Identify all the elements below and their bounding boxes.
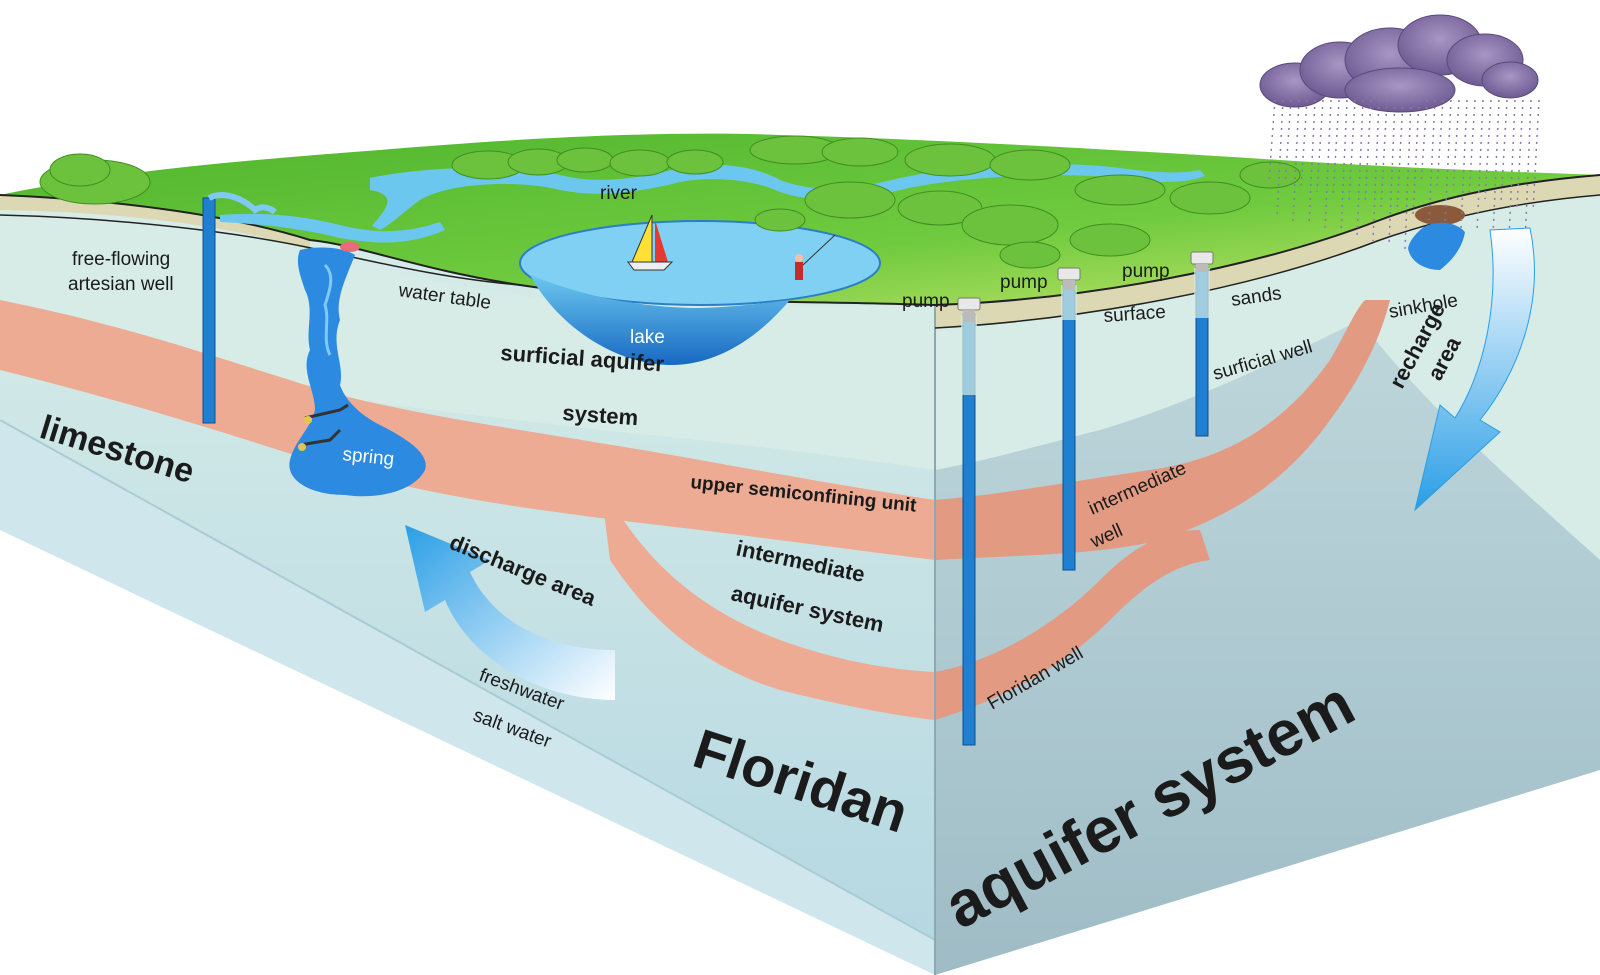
sinkhole [1408, 205, 1465, 270]
rain-streak [1348, 99, 1356, 201]
rain-streak [1460, 99, 1468, 229]
label-pump-2: pump [1000, 272, 1048, 293]
rain-streak [1372, 99, 1380, 242]
rain-streak [1532, 99, 1540, 212]
lake [519, 214, 881, 365]
recharge-arrow [1414, 227, 1535, 512]
rain-streak [1300, 99, 1308, 189]
discharge-arrow [405, 525, 615, 700]
artesian-well [202, 192, 277, 424]
rain-streak [1396, 99, 1404, 213]
rain-streak [1492, 99, 1500, 237]
rain-streak [1324, 99, 1332, 230]
trees [39, 135, 1301, 269]
rain-streak [1484, 99, 1492, 200]
label-lake: lake [630, 327, 665, 348]
label-pump-3: pump [1122, 261, 1170, 282]
rain-streak [1388, 99, 1396, 246]
rain-streak [1356, 99, 1364, 238]
label-surficial-system: system [562, 400, 639, 430]
spring-conduit [289, 242, 426, 497]
pump-wells [957, 251, 1214, 746]
rain-cloud [1259, 14, 1540, 250]
label-surface: surface [1103, 302, 1167, 327]
rain-streak [1524, 99, 1532, 245]
rain-streak [1436, 99, 1444, 188]
rain-streak [1500, 99, 1508, 204]
label-artesian-well: artesian well [68, 274, 174, 295]
rain-streak [1284, 99, 1292, 185]
rain-streak [1340, 99, 1348, 234]
label-river: river [600, 183, 638, 204]
rain-streak [1316, 99, 1324, 193]
river [220, 164, 1205, 243]
rain-streak [1476, 99, 1484, 233]
rain-streak [1508, 99, 1516, 241]
rain-streak [1452, 99, 1460, 192]
rain-streak [1468, 99, 1476, 196]
label-pump-1: pump [902, 291, 950, 312]
label-free-flowing: free-flowing [72, 249, 170, 270]
